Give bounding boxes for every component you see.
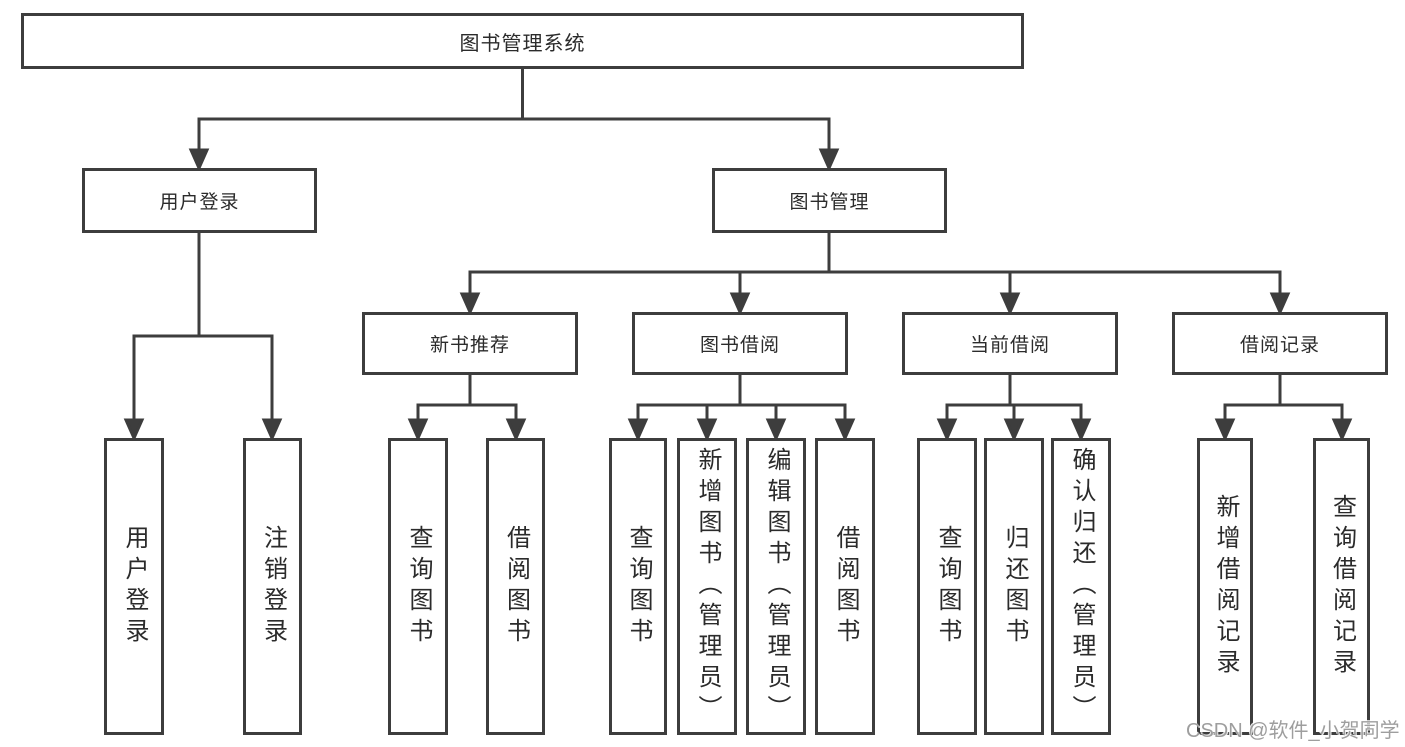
leaf-user-login: 用户登录	[104, 438, 164, 735]
leaf-label: 注销登录	[259, 524, 287, 649]
leaf-label: 借阅图书	[502, 524, 530, 649]
node-new-book-recommend: 新书推荐	[362, 312, 578, 375]
leaf-confirm-return-admin: 确认归还（管理员）	[1051, 438, 1111, 735]
node-book-management: 图书管理	[712, 168, 947, 233]
leaf-label: 查询图书	[405, 524, 432, 649]
leaf-label: 编辑图书（管理员）	[763, 447, 790, 726]
leaf-label: 用户登录	[121, 524, 148, 649]
leaf-query-books-recommend: 查询图书	[388, 438, 448, 735]
leaf-add-books-admin: 新增图书（管理员）	[677, 438, 737, 735]
leaf-query-borrow-record: 查询借阅记录	[1313, 438, 1370, 735]
node-borrowing-records: 借阅记录	[1172, 312, 1388, 375]
leaf-label: 新增图书（管理员）	[694, 447, 721, 726]
leaf-add-borrow-record: 新增借阅记录	[1197, 438, 1253, 735]
leaf-borrow-books: 借阅图书	[815, 438, 875, 735]
leaf-edit-books-admin: 编辑图书（管理员）	[746, 438, 806, 735]
leaf-label: 确认归还（管理员）	[1068, 447, 1095, 726]
leaf-borrow-books-recommend: 借阅图书	[486, 438, 545, 735]
leaf-query-books-borrowing: 查询图书	[609, 438, 667, 735]
leaf-label: 查询借阅记录	[1328, 493, 1356, 680]
leaf-query-books-current: 查询图书	[917, 438, 977, 735]
node-book-borrowing: 图书借阅	[632, 312, 848, 375]
leaf-logout: 注销登录	[243, 438, 302, 735]
leaf-label: 借阅图书	[832, 524, 859, 649]
csdn-watermark: CSDN @软件_小贺同学	[1186, 720, 1400, 742]
leaf-label: 查询图书	[934, 524, 961, 649]
node-current-borrowing: 当前借阅	[902, 312, 1118, 375]
node-root-system: 图书管理系统	[21, 13, 1024, 69]
leaf-label: 查询图书	[625, 524, 652, 649]
node-user-login: 用户登录	[82, 168, 317, 233]
leaf-return-books: 归还图书	[984, 438, 1044, 735]
leaf-label: 归还图书	[1001, 524, 1028, 649]
leaf-label: 新增借阅记录	[1212, 493, 1239, 680]
